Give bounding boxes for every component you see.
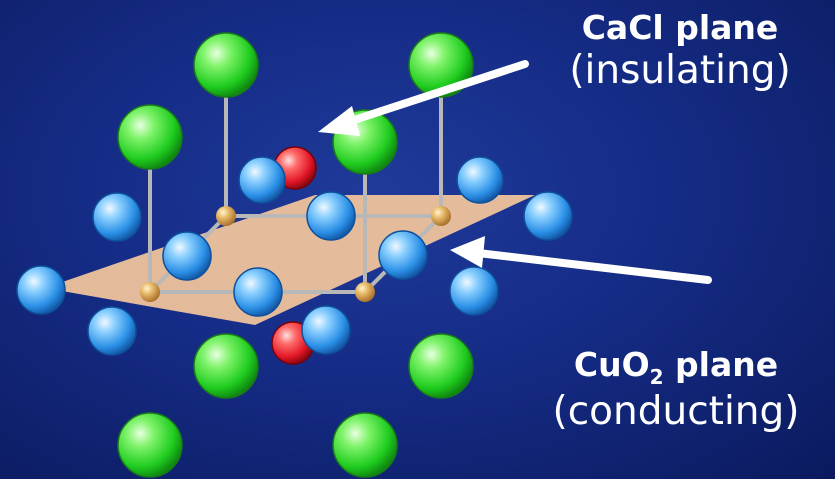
cuo2-title-pre: CuO xyxy=(573,345,650,384)
cuo2-plane-desc: (conducting) xyxy=(552,389,800,434)
oxygen-atom xyxy=(87,306,137,356)
copper-atom xyxy=(140,282,160,302)
oxygen-atom xyxy=(449,266,499,316)
copper-atom xyxy=(355,282,375,302)
cuo2-plane-label: CuO2 plane (conducting) xyxy=(520,345,832,435)
cuo2-arrow-icon xyxy=(450,236,712,284)
cacl-arrow-icon xyxy=(318,60,529,136)
cuo2-title-post: plane xyxy=(663,345,779,384)
oxygen-atom xyxy=(92,192,142,242)
cacl-plane-desc: (insulating) xyxy=(569,48,791,93)
cuo2-title-sub: 2 xyxy=(649,365,664,389)
oxygen-atom xyxy=(456,156,504,204)
oxygen-atom xyxy=(162,231,212,281)
cuo2-plane-title: CuO2 plane xyxy=(520,345,832,389)
calcium-atom xyxy=(193,32,259,216)
oxygen-atom xyxy=(16,265,66,315)
copper-atom xyxy=(431,206,451,226)
cacl-plane-title: CaCl plane xyxy=(581,8,779,47)
calcium-atom xyxy=(117,412,183,478)
oxygen-atom xyxy=(238,156,286,204)
oxygen-atom xyxy=(523,191,573,241)
cacl-plane-label: CaCl plane (insulating) xyxy=(530,8,830,94)
calcium-atom xyxy=(117,104,183,290)
oxygen-atom xyxy=(301,305,351,355)
oxygen-atom xyxy=(378,230,428,280)
oxygen-atom xyxy=(306,191,356,241)
copper-atom xyxy=(216,206,236,226)
calcium-atom xyxy=(408,333,474,399)
calcium-atom xyxy=(332,412,398,478)
oxygen-atom xyxy=(233,267,283,317)
calcium-atom xyxy=(193,333,259,399)
